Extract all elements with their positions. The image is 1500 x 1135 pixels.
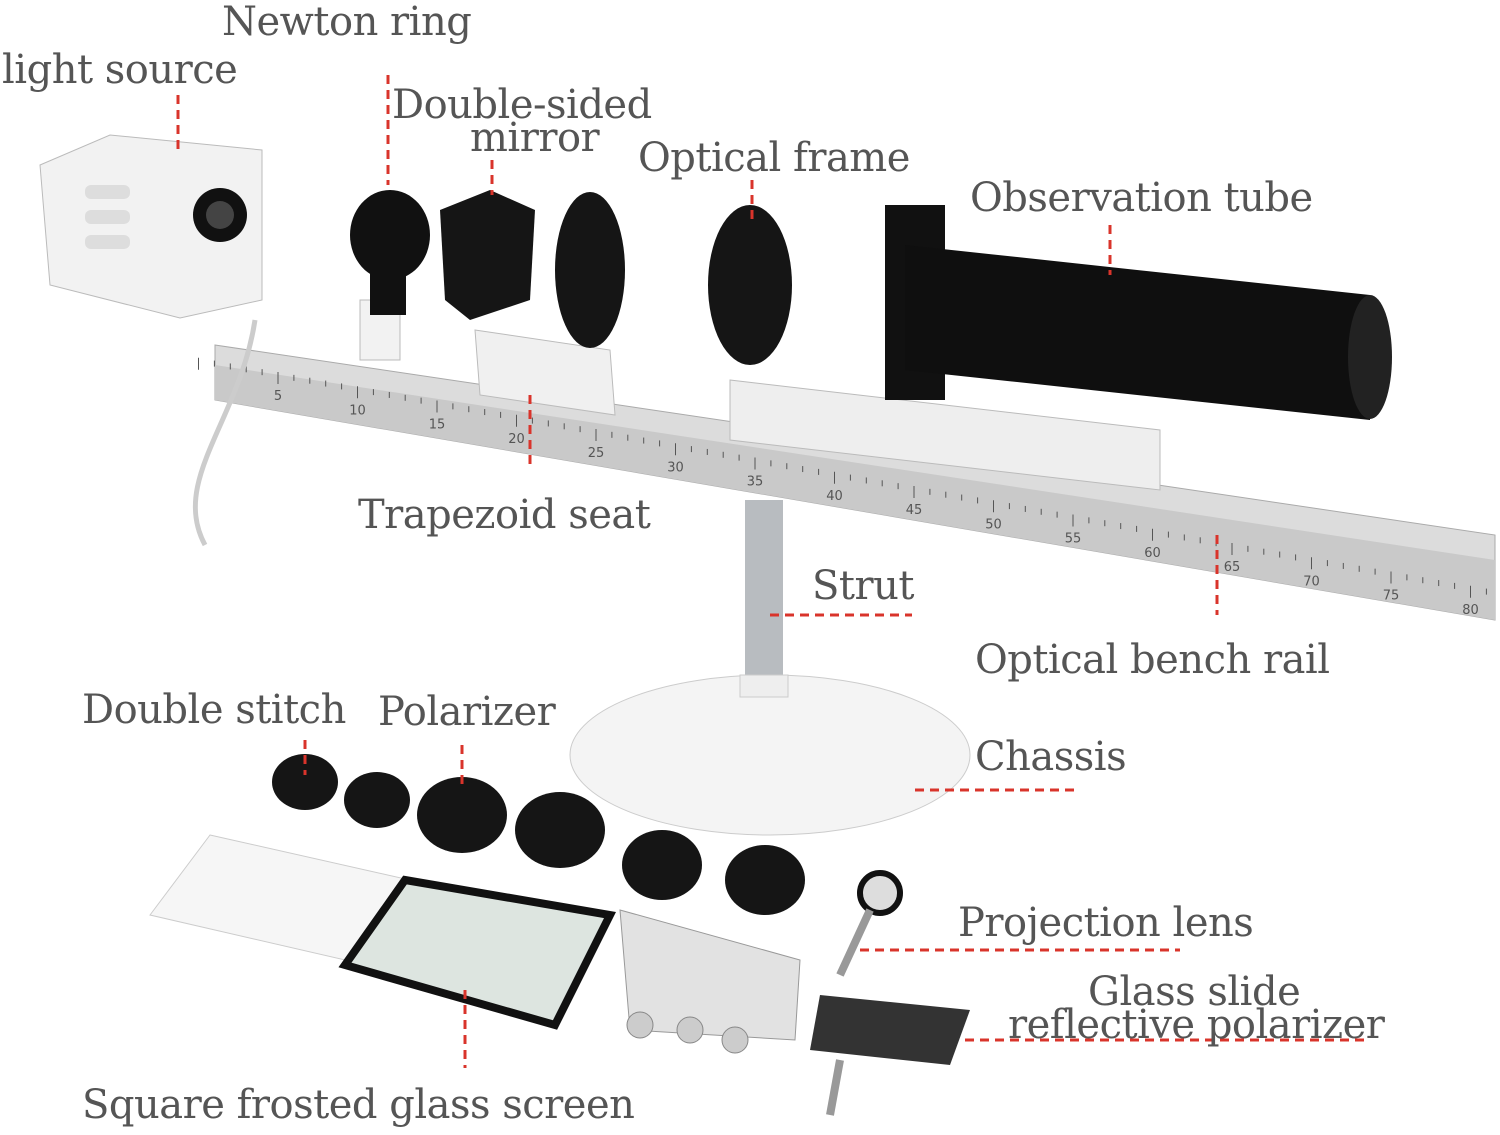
label-optical-frame: Optical frame	[638, 135, 910, 181]
label-optical-bench-rail: Optical bench rail	[975, 637, 1330, 683]
label-observation-tube: Observation tube	[970, 175, 1313, 221]
lens-holder-plate	[555, 192, 625, 348]
ruler-label: 80	[1462, 603, 1479, 618]
ruler-label: 15	[429, 418, 446, 433]
label-projection-lens: Projection lens	[958, 900, 1254, 946]
glass-slide-polarizer	[810, 995, 970, 1065]
ruler-label: 25	[588, 446, 605, 461]
label-glass-slide-line2: reflective polarizer	[1008, 1002, 1385, 1048]
label-double-sided-mirror-line1: Double-sided	[392, 82, 652, 128]
ruler-label: 30	[667, 460, 684, 475]
projection-lens	[857, 870, 903, 916]
observation-tube	[905, 245, 1370, 420]
double-slit-holder	[619, 909, 801, 1041]
trapezoid-seat	[474, 329, 616, 416]
ruler-label: 35	[747, 475, 764, 490]
ruler-label: 65	[1224, 560, 1241, 575]
label-chassis: Chassis	[975, 734, 1127, 780]
ruler-label: 40	[826, 489, 843, 504]
chassis-base	[569, 674, 971, 836]
frosted-glass-screen	[338, 875, 616, 1030]
ruler-label: 10	[349, 403, 366, 418]
ruler-label: 60	[1144, 546, 1161, 561]
double-sided-mirror	[440, 190, 535, 320]
label-polarizer: Polarizer	[378, 689, 556, 735]
label-strut: Strut	[812, 563, 914, 609]
ruler-label: 55	[1065, 532, 1082, 547]
ruler-label: 5	[274, 389, 282, 404]
label-newton-ring: Newton ring	[222, 0, 472, 45]
ruler-label: 75	[1383, 589, 1400, 604]
strut-post	[745, 500, 783, 690]
ruler-label: 50	[985, 517, 1002, 532]
ruler-scale: 5 10 15 20 25 30 35 40 45 50 55 60 65 70 75 80	[198, 357, 1487, 618]
label-trapezoid-seat: Trapezoid seat	[358, 492, 651, 538]
accessories	[272, 754, 805, 915]
optical-frame-plate	[708, 205, 792, 365]
ruler-label: 20	[508, 432, 525, 447]
label-glass-slide-line1: Glass slide	[1088, 969, 1301, 1015]
label-square-frosted-glass-screen: Square frosted glass screen	[82, 1082, 635, 1128]
leader-lines	[176, 75, 1370, 1068]
newton-ring-holder	[350, 190, 430, 280]
label-double-stitch: Double stitch	[82, 687, 346, 733]
ruler-label: 45	[906, 503, 923, 518]
power-cable	[192, 319, 258, 547]
light-source-box	[39, 134, 263, 319]
label-light-source: light source	[2, 47, 238, 93]
label-double-sided-mirror-line2: mirror	[470, 115, 600, 161]
ruler-label: 70	[1303, 574, 1320, 589]
